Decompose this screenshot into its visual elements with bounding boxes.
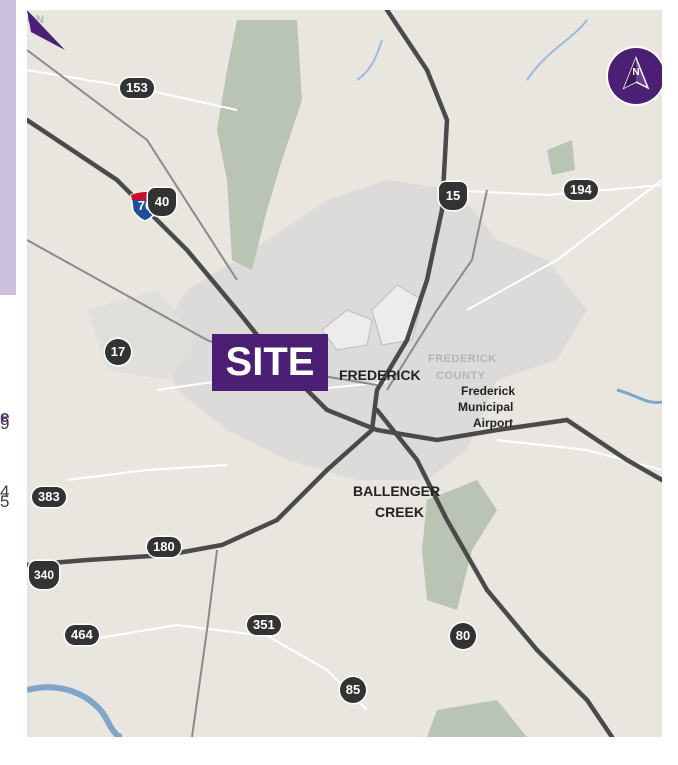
highway-us340 (27, 427, 375, 568)
route-shield-17: 17 (105, 339, 131, 365)
route-shield-383: 383 (32, 487, 66, 507)
stream (526, 19, 588, 81)
highway-i70 (27, 117, 662, 483)
route-shield-153: 153 (120, 78, 154, 98)
county-label-line1: FREDERICK (428, 353, 497, 365)
left-text-fragment: 9 (0, 414, 10, 433)
park-area (427, 700, 527, 737)
compass-north-letter: N (632, 67, 640, 78)
airport-label-line3: Airport (473, 416, 513, 430)
park-area (217, 20, 302, 270)
urban-area (157, 180, 587, 480)
site-marker-pointer (27, 10, 65, 50)
place-label-ballenger-line2: CREEK (375, 504, 425, 520)
left-text-fragment: 4 (0, 482, 10, 501)
hatched-area (321, 309, 373, 351)
north-compass: N (608, 48, 662, 104)
river (616, 388, 662, 405)
airport-label-line2: Municipal (458, 400, 514, 414)
route-shield-85: 85 (340, 677, 366, 703)
airport-label-line1: Frederick (461, 384, 516, 398)
left-heading-fragment: e (0, 407, 10, 426)
left-text-fragment: 5 (0, 492, 10, 511)
left-panel-strip (0, 0, 16, 295)
place-label-ballenger-line1: BALLENGER (353, 483, 441, 499)
park-area (547, 140, 575, 175)
map-base-layer (27, 10, 662, 737)
map[interactable]: 153 550 70 40 15 194 17 383 180 340 464 … (27, 10, 662, 737)
place-label-frederick: FREDERICK (339, 367, 421, 383)
stream (356, 39, 383, 81)
route-shield-80: 80 (450, 623, 476, 649)
route-shield-194: 194 (564, 180, 598, 200)
us-route-shield-15: 15 (439, 182, 467, 210)
county-label-line2: COUNTY (436, 370, 486, 382)
river (27, 684, 123, 737)
highway-i270 (374, 407, 615, 737)
route-shield-180: 180 (147, 537, 181, 557)
compass-arrow-icon (622, 55, 650, 90)
us-route-shield-340: 340 (29, 561, 59, 589)
route-shield-464: 464 (65, 625, 99, 645)
site-marker[interactable]: SITE (212, 334, 328, 391)
route-shield-351: 351 (247, 615, 281, 635)
highway-us15 (369, 10, 450, 433)
us-route-shield-40: 40 (148, 188, 176, 216)
